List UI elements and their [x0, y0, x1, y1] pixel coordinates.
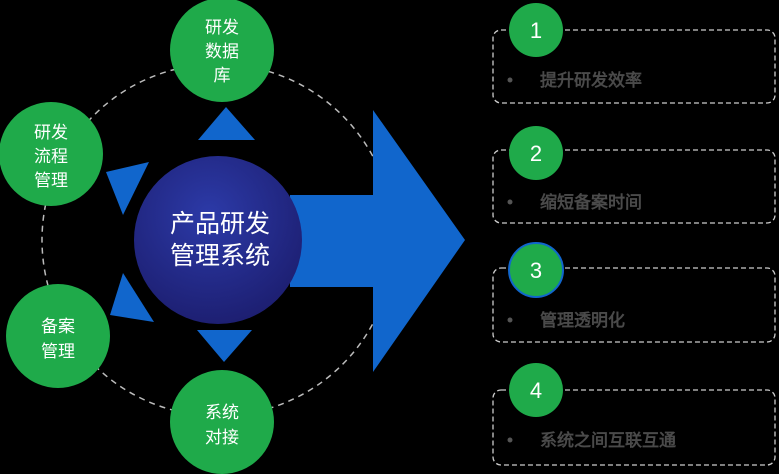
node-label: 研发 [34, 123, 68, 143]
benefit-item-3: 3 管理透明化 [492, 242, 776, 343]
benefit-number: 4 [530, 378, 542, 403]
node-label: 备案 [41, 317, 75, 337]
center-title-line1: 产品研发 [170, 209, 270, 238]
node-label: 库 [214, 66, 231, 86]
bullet-icon [507, 77, 513, 83]
triangle-down [197, 330, 252, 362]
node-label: 数据 [205, 42, 239, 62]
big-right-arrow [290, 110, 465, 372]
benefit-number: 2 [530, 141, 542, 166]
benefit-text: 提升研发效率 [540, 70, 642, 91]
node-filing: 备案 管理 [6, 284, 110, 388]
node-label: 管理 [41, 342, 75, 362]
center-title-line2: 管理系统 [170, 241, 270, 270]
benefit-text: 系统之间互联互通 [540, 430, 676, 451]
bullet-icon [507, 317, 513, 323]
benefit-item-4: 4 系统之间互联互通 [492, 363, 776, 466]
node-label: 对接 [205, 428, 239, 448]
bullet-icon [507, 437, 513, 443]
bullet-icon [507, 199, 513, 205]
node-integration: 系统 对接 [170, 370, 274, 474]
node-rd-database: 研发 数据 库 [170, 0, 274, 102]
benefit-number: 1 [530, 18, 542, 43]
node-rd-process: 研发 流程 管理 [0, 102, 103, 206]
node-label: 流程 [34, 147, 68, 167]
triangle-upper-left [106, 162, 149, 215]
benefit-item-1: 1 提升研发效率 [492, 3, 776, 104]
benefit-text: 管理透明化 [540, 310, 625, 331]
triangle-lower-left [110, 273, 154, 322]
benefit-number: 3 [530, 258, 542, 283]
node-label: 管理 [34, 171, 68, 191]
benefit-item-2: 2 缩短备案时间 [492, 126, 776, 224]
node-label: 研发 [205, 18, 239, 38]
center-circle: 产品研发 管理系统 [134, 156, 302, 324]
node-label: 系统 [205, 403, 239, 423]
benefit-text: 缩短备案时间 [540, 192, 642, 213]
triangle-up [198, 107, 255, 140]
